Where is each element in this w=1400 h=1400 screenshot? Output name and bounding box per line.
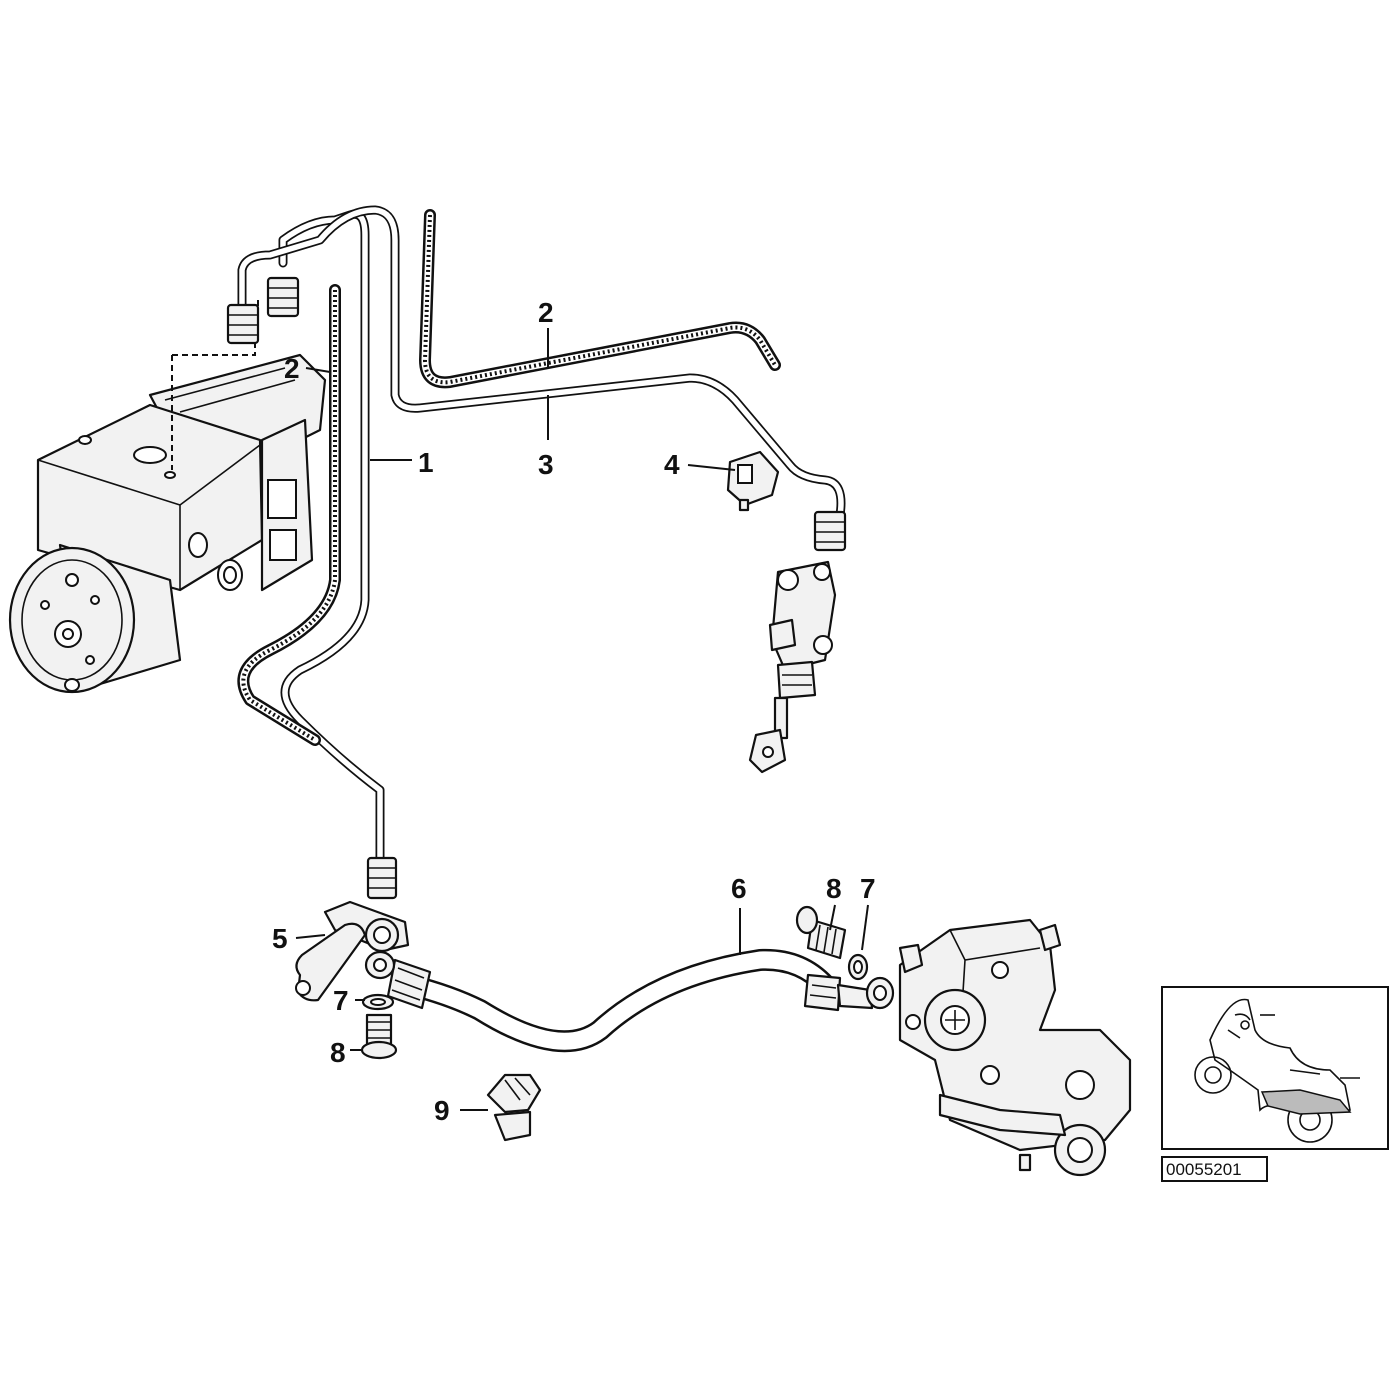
brake-pipe-3 <box>226 205 847 552</box>
brake-caliper <box>898 918 1132 1177</box>
adapter-5 <box>295 900 410 1002</box>
banjo-bolt-8b <box>795 905 847 960</box>
callout-labels: 1 2 2 3 4 5 6 7 7 8 8 9 <box>272 297 876 1126</box>
abs-modulator <box>8 300 327 694</box>
callout-2-left: 2 <box>284 353 300 384</box>
callout-1: 1 <box>418 447 434 478</box>
protective-hose-2b <box>419 209 781 389</box>
leader-lines <box>295 328 869 1111</box>
banjo-bolt-8a <box>360 1013 398 1060</box>
callout-3: 3 <box>538 449 554 480</box>
seal-ring-7b <box>847 953 869 981</box>
callout-2-top: 2 <box>538 297 554 328</box>
callout-8-right: 8 <box>826 873 842 904</box>
callout-6: 6 <box>731 873 747 904</box>
callout-5: 5 <box>272 923 288 954</box>
callout-7-right: 7 <box>860 873 876 904</box>
seal-ring-7a <box>361 993 395 1011</box>
master-cylinder <box>748 560 837 774</box>
callout-9: 9 <box>434 1095 450 1126</box>
brake-hose-6 <box>364 948 874 1053</box>
pipe-clip-4 <box>726 450 780 512</box>
callout-7-left: 7 <box>333 985 349 1016</box>
locator-thumbnail: 00055201 <box>1161 986 1389 1182</box>
protective-hose-2a <box>237 284 341 746</box>
callout-4: 4 <box>664 449 680 480</box>
diagram-id: 00055201 <box>1166 1160 1242 1179</box>
callout-8-left: 8 <box>330 1037 346 1068</box>
banjo-eye-caliper <box>865 976 895 1010</box>
hose-clip-9 <box>486 1073 542 1142</box>
